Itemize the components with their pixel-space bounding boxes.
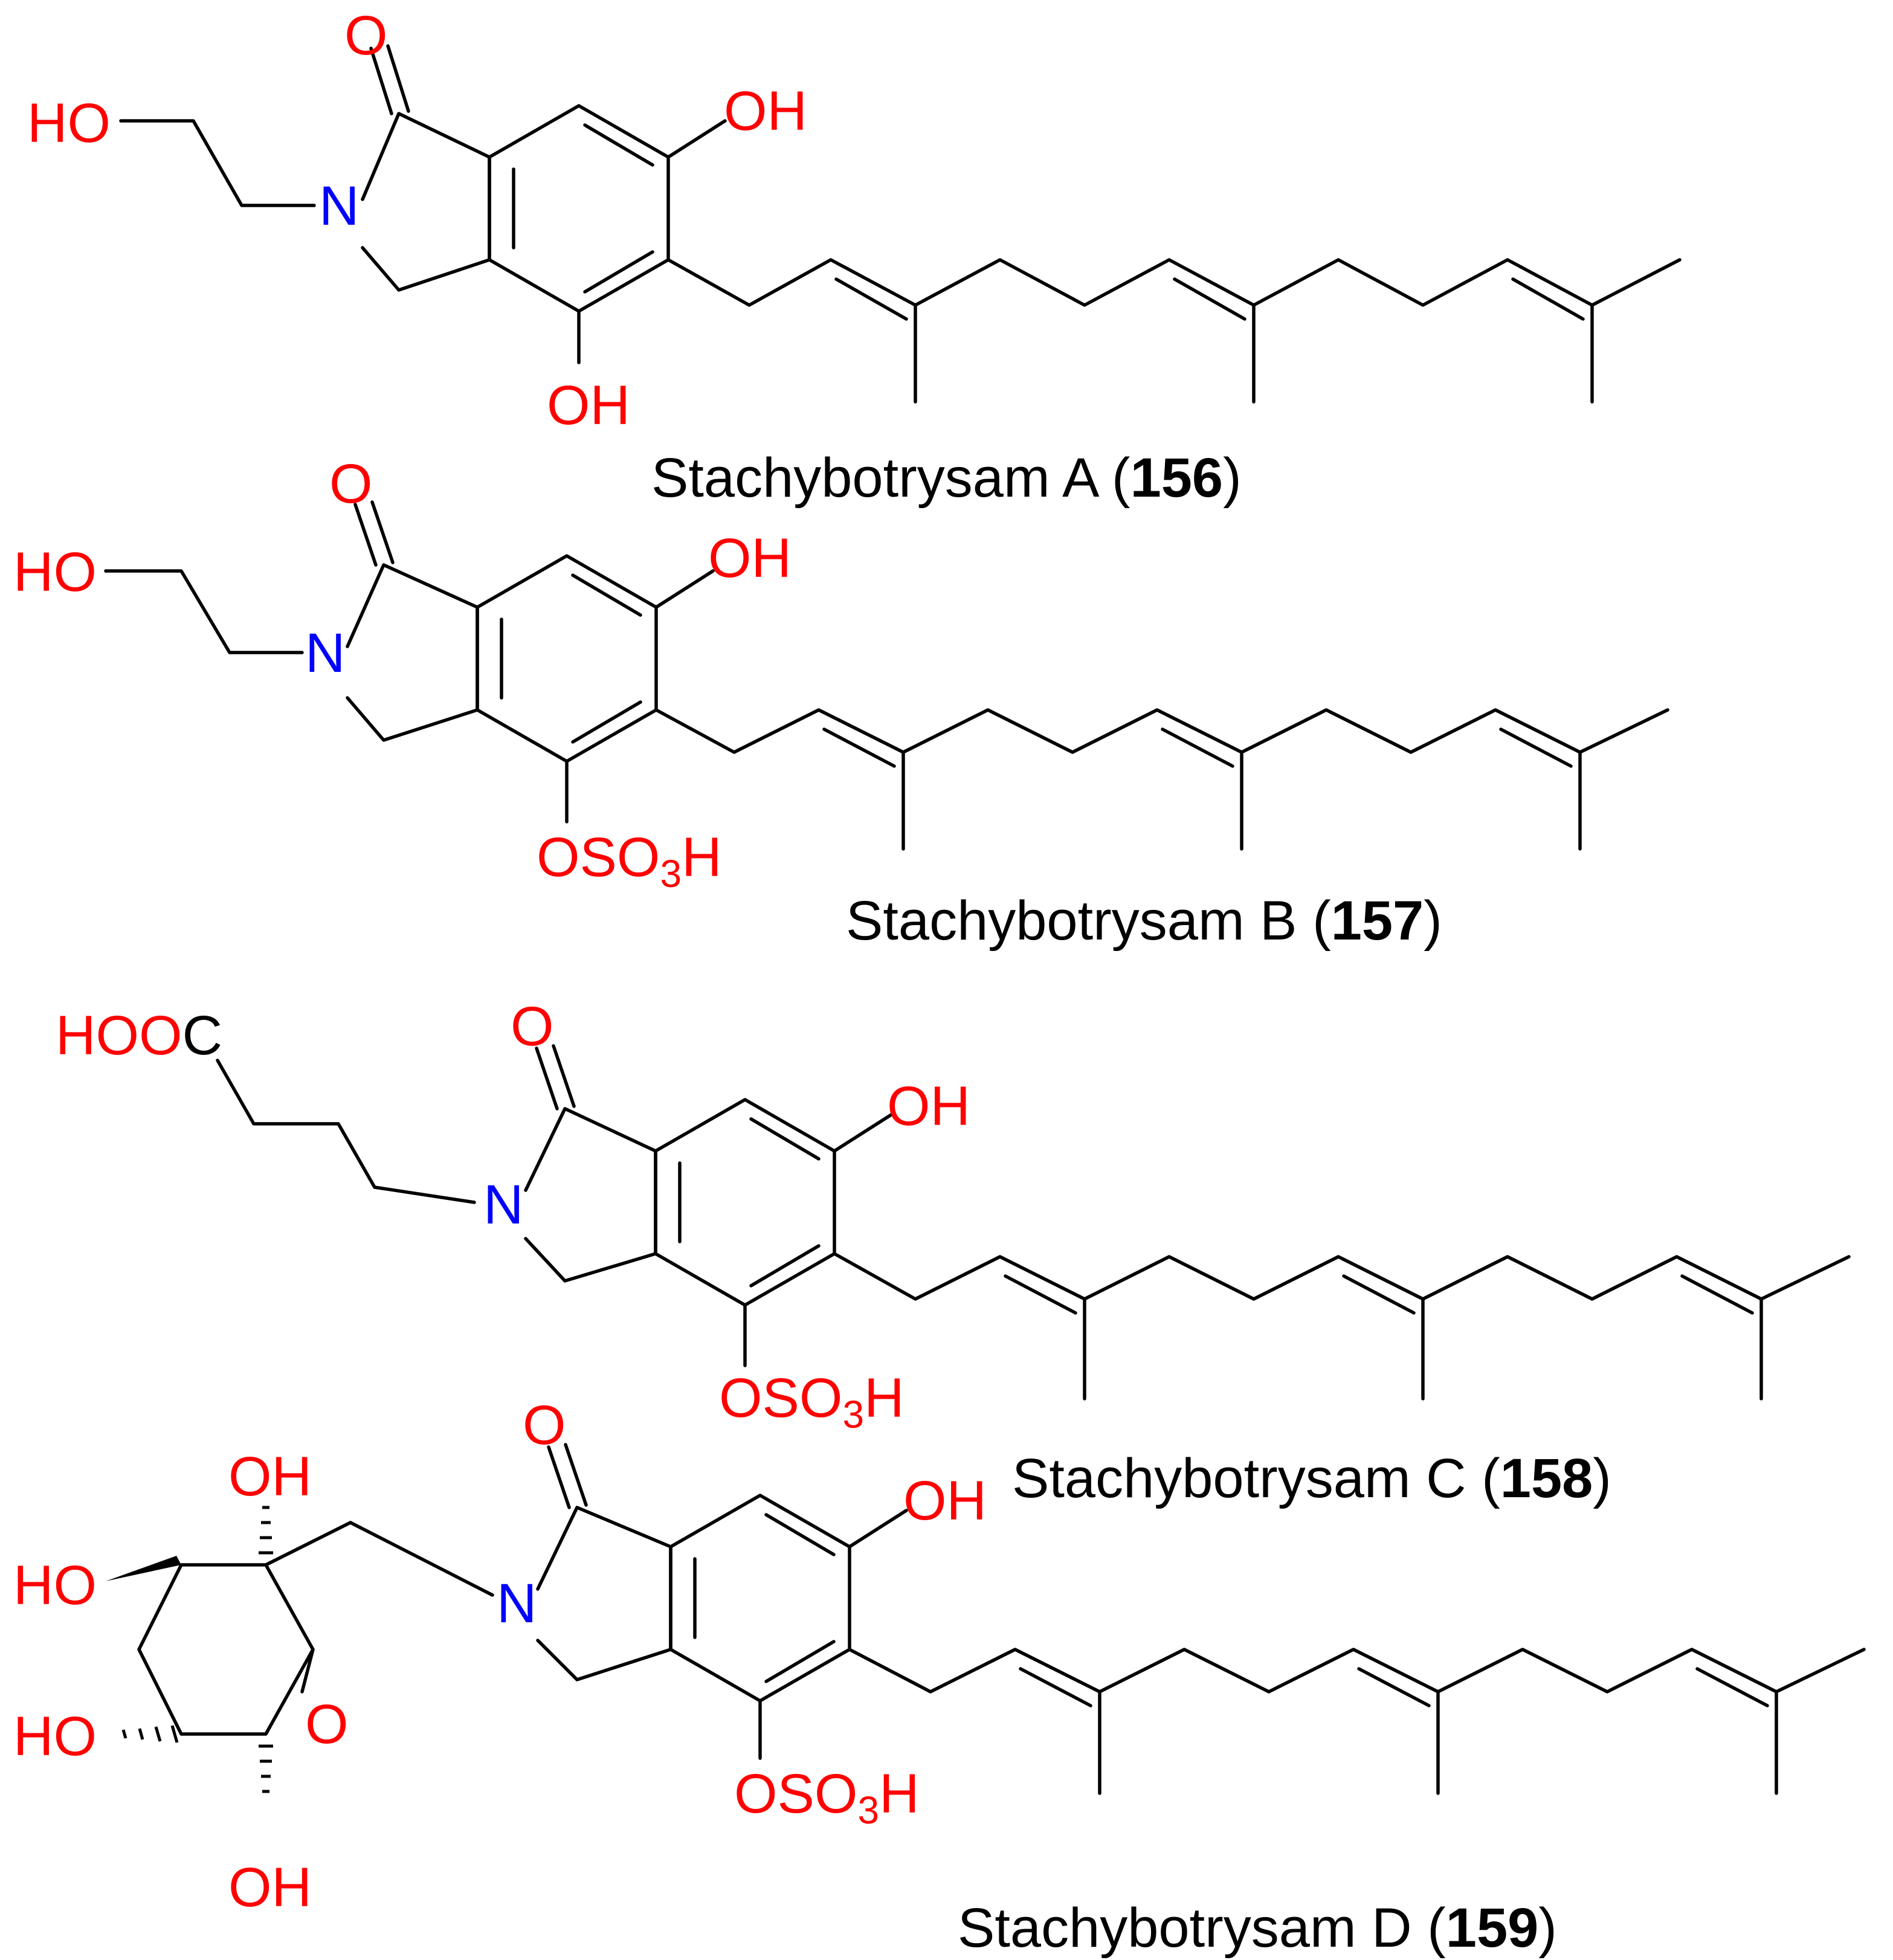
structure-158: HOOC N O OH OSO3H Stachybotrysam C (158) — [56, 996, 1851, 1509]
bond-aromatic-inner-156b — [583, 123, 654, 167]
bond-double-1-157 — [822, 727, 896, 768]
bond-sugar-o-159 — [300, 1648, 315, 1694]
bonds-benzene-ring-159 — [669, 1494, 851, 1703]
atom-oh-upper-156: OH — [724, 80, 807, 142]
atom-oh-sugar-bottom-159: OH — [228, 1857, 312, 1918]
atom-ho-sugar-lower-159: HO — [13, 1706, 97, 1767]
atom-ho-156: HO — [27, 92, 111, 154]
caption-158: Stachybotrysam C (158) — [1012, 1448, 1611, 1509]
structure-157: HO N O OH OSO3H Stachybotrysam B (157) — [13, 453, 1669, 952]
bond-aromatic-inner-157c — [571, 700, 642, 744]
atom-o-carbonyl-159: O — [523, 1394, 566, 1456]
atom-hooc-158: HOOC — [56, 1005, 222, 1066]
bond-aromatic-inner-159b — [764, 1513, 836, 1556]
structure-156: HO N O OH OH Stachybotrysam A (156) — [27, 5, 1682, 509]
bond-aromatic-inner-156c — [583, 250, 654, 294]
atom-n-157: N — [305, 622, 345, 684]
bond-double-3-159 — [1695, 1667, 1769, 1707]
bonds-sugar-ring-159 — [137, 1563, 315, 1736]
atom-n-156: N — [319, 175, 359, 237]
atom-oh-upper-158: OH — [887, 1075, 970, 1137]
bond-double-3-157 — [1499, 727, 1573, 768]
bond-aromatic-inner-159c — [764, 1640, 836, 1683]
bonds-prenyl-chain-159 — [848, 1648, 1866, 1694]
atom-ho-sugar-left-159: HO — [13, 1555, 97, 1616]
bond-hash-oh-top-159 — [259, 1506, 273, 1555]
atom-o-carbonyl-157: O — [329, 453, 373, 515]
bond-oh-upper-158 — [833, 1113, 893, 1153]
bond-double-1-158 — [1004, 1274, 1077, 1315]
atom-osulfate-159: OSO3H — [734, 1763, 920, 1832]
bond-wedge-oh-159 — [106, 1556, 181, 1581]
bond-double-2-158 — [1342, 1274, 1416, 1315]
caption-157: Stachybotrysam B (157) — [846, 890, 1442, 952]
atom-n-159: N — [497, 1573, 537, 1634]
bonds-lactam-ring-157 — [346, 563, 479, 742]
bond-aromatic-inner-158c — [749, 1244, 821, 1288]
atom-osulfate-158: OSO3H — [719, 1367, 905, 1436]
structure-159: OH HO O HO OH N O OH OSO3H Stachybotrysa… — [13, 1394, 1866, 1959]
bond-aromatic-inner-158b — [749, 1117, 821, 1161]
bond-carbonyl-157a — [353, 503, 378, 567]
atom-oh-upper-157: OH — [708, 527, 792, 589]
bond-carbonyl-156b — [386, 44, 410, 113]
bond-double-3-156 — [1511, 277, 1585, 321]
bonds-ethanol-chain-157 — [104, 569, 304, 654]
bonds-benzene-ring-156 — [488, 104, 670, 313]
bonds-prenyl-chain-157 — [654, 708, 1669, 754]
bond-double-2-159 — [1357, 1667, 1431, 1707]
caption-156: Stachybotrysam A (156) — [651, 447, 1242, 509]
bond-double-2-156 — [1173, 277, 1246, 321]
bond-carbonyl-156a — [369, 47, 393, 115]
caption-159: Stachybotrysam D (159) — [958, 1897, 1557, 1959]
bond-double-3-158 — [1680, 1274, 1754, 1315]
bond-double-2-157 — [1161, 727, 1234, 768]
bond-carbonyl-157b — [370, 500, 395, 564]
atom-o-carbonyl-158: O — [511, 996, 554, 1057]
bonds-benzene-ring-157 — [476, 554, 658, 763]
bond-carbonyl-158a — [535, 1046, 559, 1111]
bonds-ethanol-chain-156 — [119, 119, 316, 207]
atom-oh-lower-156: OH — [547, 375, 630, 436]
bond-double-1-159 — [1019, 1667, 1092, 1707]
atom-oh-upper-159: OH — [903, 1470, 987, 1532]
bond-carbonyl-158b — [552, 1044, 576, 1108]
bonds-prenyl-chain-156 — [666, 258, 1682, 307]
atom-oh-sugar-top-159: OH — [228, 1446, 312, 1507]
atom-o-carbonyl-156: O — [344, 5, 388, 66]
bonds-lactam-ring-156 — [361, 112, 491, 292]
bond-sugar-ch2-159 — [264, 1521, 352, 1567]
bonds-benzene-ring-158 — [654, 1098, 836, 1307]
bond-oh-upper-157 — [654, 569, 715, 609]
bond-aromatic-inner-157b — [571, 573, 642, 617]
bond-hash-oh-left-159 — [121, 1725, 179, 1743]
bonds-butanoic-chain-158 — [216, 1059, 476, 1204]
bonds-lactam-ring-158 — [524, 1107, 657, 1283]
bond-carbonyl-159b — [564, 1443, 588, 1507]
atom-n-158: N — [483, 1174, 523, 1236]
atom-o-sugar-ring-159: O — [305, 1694, 349, 1755]
bond-oh-upper-156 — [666, 119, 727, 159]
bond-ch2-n-159 — [349, 1521, 494, 1597]
bonds-prenyl-chain-158 — [833, 1252, 1851, 1301]
bonds-lactam-ring-159 — [536, 1506, 672, 1681]
bond-double-1-156 — [834, 277, 908, 321]
bond-hash-oh-bottom-159 — [259, 1744, 273, 1793]
atom-ho-157: HO — [13, 541, 97, 603]
atom-osulfate-157: OSO3H — [537, 827, 722, 895]
bond-carbonyl-159a — [547, 1445, 571, 1509]
bond-oh-upper-159 — [848, 1509, 908, 1549]
